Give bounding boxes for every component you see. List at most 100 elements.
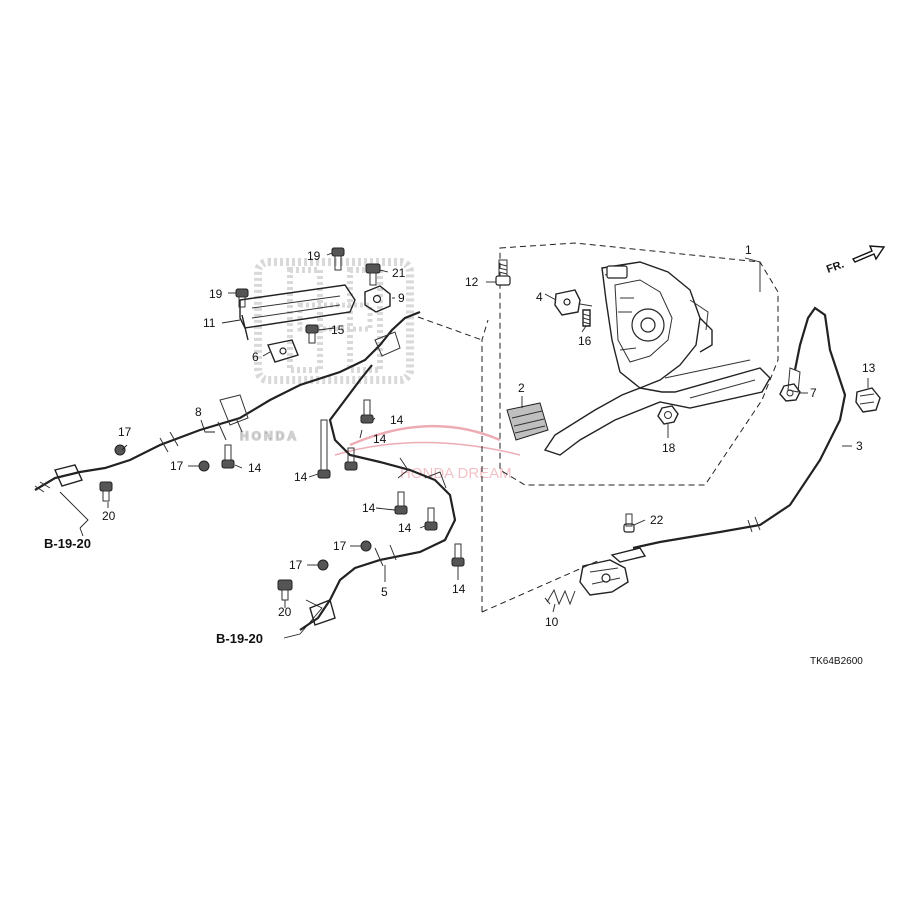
callout-10: 10 xyxy=(545,615,559,629)
cable-boundary-top xyxy=(417,316,483,341)
callout-18: 18 xyxy=(662,441,676,455)
bracket-bolt xyxy=(495,259,511,286)
bolt-14-c xyxy=(360,399,374,424)
bolt-19-left xyxy=(235,288,249,308)
right-cable-end-bracket xyxy=(309,599,336,626)
callout-15: 15 xyxy=(331,323,345,337)
cable-clip xyxy=(855,387,881,413)
front-cable xyxy=(632,306,847,550)
nut-17-c xyxy=(360,540,372,552)
cable-bracket xyxy=(267,339,299,363)
cable-guide xyxy=(364,285,391,313)
bolt-14-d xyxy=(344,447,358,471)
pedal-assembly-boundary xyxy=(499,242,779,486)
cable-boundary-bottom xyxy=(481,559,601,613)
cable-nut xyxy=(779,383,801,402)
front-direction-arrow-icon xyxy=(851,245,886,263)
right-rear-cable xyxy=(299,364,457,631)
left-cable-mount xyxy=(219,394,249,426)
left-cable-end xyxy=(34,481,51,493)
callout-17-c: 17 xyxy=(333,539,347,553)
callout-14-b: 14 xyxy=(294,470,308,484)
left-cable-clamp-1 xyxy=(159,431,179,453)
callout-14-d: 14 xyxy=(373,432,387,446)
callout-17-d: 17 xyxy=(289,558,303,572)
callout-4: 4 xyxy=(536,290,543,304)
left-rear-cable xyxy=(34,310,421,493)
front-cable-grommet xyxy=(747,516,761,533)
bracket-nut xyxy=(657,405,679,425)
callout-17-a: 17 xyxy=(118,425,132,439)
honda-wing-logo xyxy=(254,258,414,384)
callout-17-b: 17 xyxy=(170,459,184,473)
callout-6: 6 xyxy=(252,350,259,364)
callout-9: 9 xyxy=(398,291,405,305)
reference-label-left[interactable]: B-19-20 xyxy=(44,536,91,551)
cable-equalizer xyxy=(579,547,647,596)
callout-8: 8 xyxy=(195,405,202,419)
nut-17-b xyxy=(198,460,210,472)
left-cable-clamp-2 xyxy=(217,417,243,441)
bolt-14-f xyxy=(424,507,438,531)
cable-boundary-left xyxy=(481,319,489,612)
callout-11: 11 xyxy=(203,316,216,330)
front-direction-label: FR. xyxy=(825,258,846,275)
bolt-15 xyxy=(305,324,319,344)
callout-19-a: 19 xyxy=(307,249,321,263)
equalizer-spring xyxy=(544,588,576,606)
pedal-bracket xyxy=(601,261,709,389)
pedal-assembly-group xyxy=(417,242,779,613)
callout-14-c: 14 xyxy=(390,413,404,427)
bolt-20-left xyxy=(99,481,113,502)
reference-leader-left xyxy=(79,527,84,537)
left-cable-end-bracket xyxy=(54,464,83,487)
callout-12: 12 xyxy=(465,275,479,289)
callout-14-a: 14 xyxy=(248,461,262,475)
callout-7: 7 xyxy=(810,386,817,400)
bolt-20-right xyxy=(277,579,293,601)
callout-21: 21 xyxy=(392,266,406,280)
bolt-21 xyxy=(365,263,381,286)
watermark-car-swoosh xyxy=(349,424,501,447)
pedal-pad xyxy=(506,402,549,441)
bolt-14-a xyxy=(221,444,235,469)
left-cable-guide xyxy=(374,331,401,357)
equalizer-bolt xyxy=(623,513,635,533)
watermark-car-outline xyxy=(334,441,521,456)
callout-20-b: 20 xyxy=(278,605,292,619)
right-cable-mounts xyxy=(397,457,447,489)
callout-20-a: 20 xyxy=(102,509,116,523)
bolt-14-g xyxy=(451,543,465,567)
callout-2: 2 xyxy=(518,381,525,395)
right-cable-clamp xyxy=(374,544,397,567)
callout-22: 22 xyxy=(650,513,664,527)
callout-1: 1 xyxy=(745,243,752,257)
leader-lines xyxy=(59,252,869,635)
bolt-19-top xyxy=(331,247,345,271)
callout-19-b: 19 xyxy=(209,287,223,301)
diagram-code: TK64B2600 xyxy=(810,656,863,667)
pedal-switch xyxy=(554,289,593,316)
callout-14-f: 14 xyxy=(398,521,412,535)
callout-5: 5 xyxy=(381,585,388,599)
reference-leader-right xyxy=(283,633,301,639)
front-cable-end-fitting xyxy=(787,367,801,393)
callout-14-g: 14 xyxy=(452,582,466,596)
callout-16: 16 xyxy=(578,334,592,348)
callout-14-e: 14 xyxy=(362,501,376,515)
bolt-14-e xyxy=(394,491,408,515)
pedal-arm xyxy=(543,317,771,456)
callout-13: 13 xyxy=(862,361,876,375)
nut-17-d xyxy=(317,559,329,571)
watermark-logo-text: HONDA xyxy=(240,429,299,443)
cable-cover xyxy=(239,284,356,341)
front-direction-indicator: FR. xyxy=(825,245,886,276)
switch-bolt xyxy=(582,309,591,327)
callout-3: 3 xyxy=(856,439,863,453)
reference-label-right[interactable]: B-19-20 xyxy=(216,631,263,646)
watermark: HONDA HONDA DREAM xyxy=(239,258,521,482)
bolt-14-b xyxy=(317,419,331,479)
callout-labels: 1 2 3 4 5 6 7 8 9 10 11 12 13 14 14 14 1… xyxy=(102,243,876,629)
